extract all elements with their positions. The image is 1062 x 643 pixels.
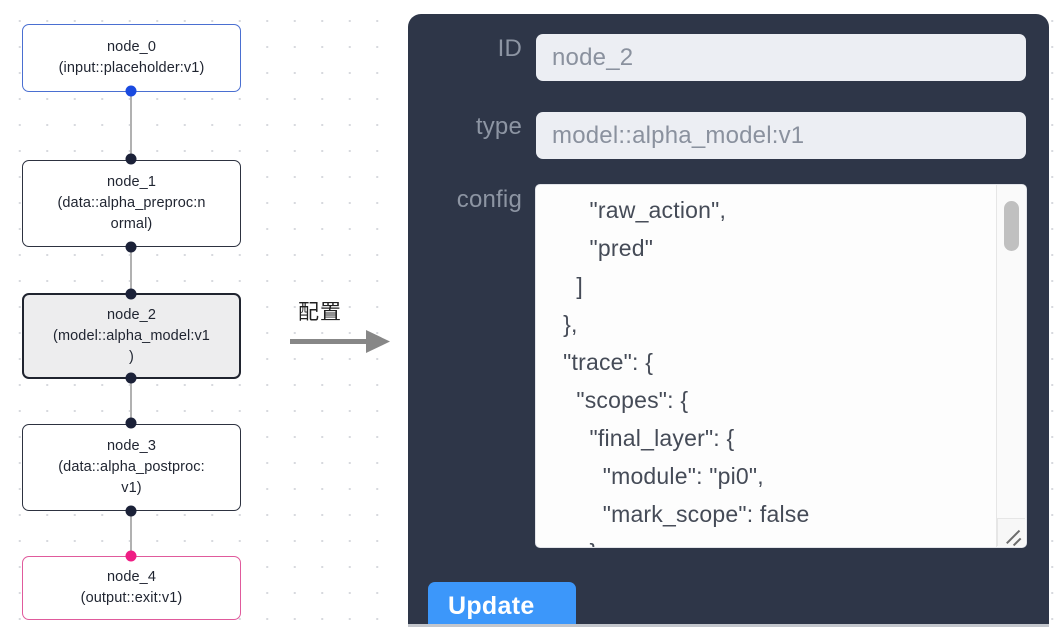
edge-node1-node2: [130, 246, 132, 296]
node-subtitle-cont: ): [129, 348, 134, 365]
node-port-node_2-out[interactable]: [125, 372, 137, 384]
node-subtitle: (input::placeholder:v1): [58, 60, 205, 76]
node-port-node_0-out[interactable]: [125, 85, 137, 97]
edge-node3-node4: [130, 511, 132, 557]
node-graph-canvas[interactable]: node_0 (input::placeholder:v1) node_1 (d…: [0, 0, 400, 643]
node-title: node_3: [107, 438, 156, 454]
config-scrollbar[interactable]: [996, 185, 1026, 547]
graph-node-node_0[interactable]: node_0 (input::placeholder:v1): [22, 24, 241, 92]
config-textarea-wrapper[interactable]: "raw_action", "pred" ] }, "trace": { "sc…: [536, 185, 1026, 547]
node-subtitle-cont: ormal): [110, 216, 153, 232]
node-title: node_4: [107, 569, 156, 585]
right-arrow-icon: [290, 330, 390, 353]
node-subtitle: (data::alpha_preproc:n: [57, 195, 206, 211]
config-scrollbar-thumb[interactable]: [1004, 201, 1019, 251]
node-port-node_4-in[interactable]: [125, 550, 137, 562]
node-title: node_1: [107, 174, 156, 190]
node-title: node_2: [107, 306, 156, 323]
node-subtitle: (model::alpha_model:v1: [53, 327, 210, 344]
config-field-label: config: [456, 186, 522, 213]
node-port-node_2-in[interactable]: [125, 288, 137, 300]
type-input[interactable]: [536, 112, 1026, 159]
node-subtitle: (data::alpha_postproc:: [58, 459, 205, 475]
edge-node2-node3: [130, 378, 132, 424]
field-row-type: type: [420, 112, 1026, 159]
node-inspector-panel: ID type config "raw_action", "pred" ] },…: [408, 14, 1049, 626]
id-field-label: ID: [497, 35, 522, 62]
field-row-id: ID: [420, 34, 1026, 81]
node-port-node_3-out[interactable]: [125, 505, 137, 517]
field-row-config: config "raw_action", "pred" ] }, "trace"…: [420, 185, 1026, 547]
node-port-node_1-out[interactable]: [125, 241, 137, 253]
node-subtitle: (output::exit:v1): [80, 590, 183, 606]
type-field-label: type: [475, 113, 522, 140]
node-subtitle-cont: v1): [121, 480, 142, 496]
graph-node-node_4[interactable]: node_4 (output::exit:v1): [22, 556, 241, 620]
graph-node-node_3[interactable]: node_3 (data::alpha_postproc: v1): [22, 424, 241, 511]
node-port-node_1-in[interactable]: [125, 153, 137, 165]
update-button[interactable]: Update: [428, 582, 576, 626]
graph-node-node_1[interactable]: node_1 (data::alpha_preproc:n ormal): [22, 160, 241, 247]
annotation-label: 配置: [298, 300, 342, 324]
resize-grip-icon[interactable]: [997, 518, 1025, 546]
edge-node0-node1: [130, 91, 132, 160]
node-title: node_0: [107, 39, 156, 55]
annotation-arrow-group: 配置: [288, 296, 396, 358]
graph-node-node_2[interactable]: node_2 (model::alpha_model:v1 ): [22, 293, 241, 379]
id-input[interactable]: [536, 34, 1026, 81]
panel-bottom-edge: [408, 624, 1049, 627]
node-port-node_3-in[interactable]: [125, 417, 137, 429]
config-textarea[interactable]: "raw_action", "pred" ] }, "trace": { "sc…: [536, 185, 994, 547]
